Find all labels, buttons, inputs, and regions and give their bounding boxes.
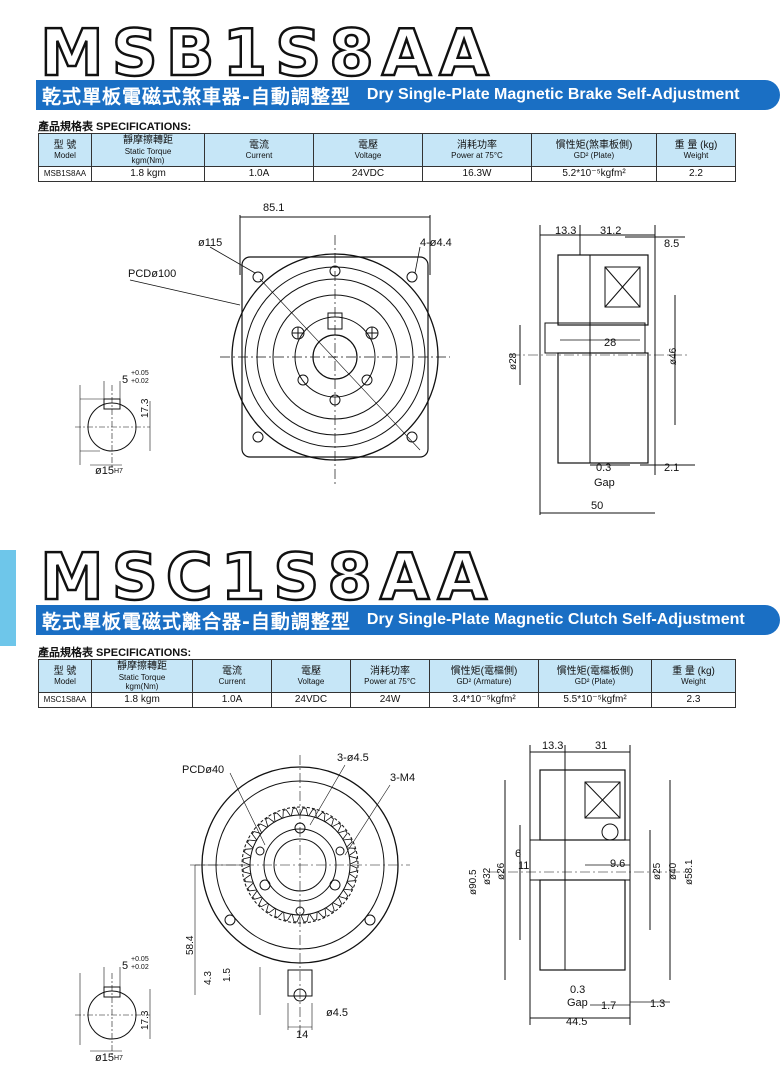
side-tab: [0, 550, 16, 646]
dim-diameter-4: ø25: [652, 862, 663, 880]
table-header-cell: 慣性矩(電樞側)GD² (Armature): [429, 659, 539, 693]
table-cell: 1.0A: [192, 691, 272, 708]
dim-key-height: 17.3: [140, 1010, 151, 1030]
dim-key: 5: [122, 960, 129, 972]
dim-height: 58.4: [185, 935, 196, 955]
dim-side-7: 2.1: [664, 462, 680, 474]
brake-banner-zh: 乾式單板電磁式煞車器-自動調整型: [42, 85, 351, 108]
table-cell: 16.3W: [422, 165, 532, 182]
table-header-cell: 重 量 (kg)Weight: [651, 659, 736, 693]
dim-gap: 0.3: [570, 984, 586, 996]
dim-pcd: PCDø100: [128, 268, 177, 280]
dim-height-2: 4.3: [203, 971, 214, 985]
dim-diameter-1: ø90.5: [468, 869, 479, 895]
table-header-cell: 慣性矩(煞車板側)GD² (Plate): [531, 133, 657, 167]
dim-gap-label: Gap: [567, 997, 588, 1009]
table-cell: MSC1S8AA: [38, 691, 92, 708]
dim-diameter-3: ø26: [496, 862, 507, 880]
dim-side-4: 28: [604, 337, 617, 349]
dim-side-8: 50: [591, 500, 604, 512]
dim-side-1: 13.3: [555, 225, 577, 237]
dim-tab-hole: ø4.5: [326, 1007, 349, 1019]
dim-holes: 4-ø4.4: [420, 237, 452, 249]
dim-gap: 0.3: [596, 462, 612, 474]
dim-side-1: 13.3: [542, 740, 564, 752]
brake-banner: 乾式單板電磁式煞車器-自動調整型 Dry Single-Plate Magnet…: [36, 80, 780, 110]
dim-side-8: 44.5: [566, 1016, 588, 1028]
brake-side-view-drawing: [510, 225, 695, 515]
dim-key-height: 17.3: [140, 398, 151, 418]
dim-bore: ø15: [95, 1052, 114, 1064]
dim-key-tol: +0.05 +0.02: [131, 370, 149, 385]
dim-bore-tol: H7: [114, 468, 123, 475]
dim-tab-width: 14: [296, 1029, 309, 1041]
brake-banner-en: Dry Single-Plate Magnetic Brake Self-Adj…: [366, 86, 740, 103]
dim-side-2: 31.2: [600, 225, 622, 237]
dim-side-4: 11: [518, 860, 530, 872]
dim-side-7: 1.3: [650, 998, 666, 1010]
table-cell: 1.8 kgm: [91, 165, 205, 182]
table-cell: 24VDC: [271, 691, 351, 708]
dim-key: 5: [122, 374, 129, 386]
table-row: MSC1S8AA 1.8 kgm 1.0A 24VDC 24W 3.4*10⁻⁵…: [38, 691, 736, 708]
table-cell: 1.8 kgm: [91, 691, 193, 708]
dim-side-2: 31: [595, 740, 608, 752]
dim-side-3: 8.5: [664, 238, 680, 250]
brake-model-title: MSB1S8AA: [39, 17, 497, 91]
dim-side-3: 6: [515, 848, 522, 860]
table-header-cell: 慣性矩(電樞板側)GD² (Plate): [538, 659, 652, 693]
table-cell: 5.2*10⁻⁵kgfm²: [531, 165, 657, 182]
clutch-side-view-drawing: [490, 745, 685, 1025]
table-cell: 3.4*10⁻⁵kgfm²: [429, 691, 539, 708]
table-cell: MSB1S8AA: [38, 165, 92, 182]
dim-side-6: 1.7: [601, 1000, 617, 1012]
dim-diameter-2: ø32: [482, 867, 493, 885]
dim-diameter: ø115: [198, 237, 223, 249]
clutch-banner: 乾式單板電磁式離合器-自動調整型 Dry Single-Plate Magnet…: [36, 605, 780, 635]
dim-side-6: ø46: [668, 347, 679, 365]
dim-side-5: ø28: [508, 352, 519, 370]
brake-front-view-drawing: [75, 215, 450, 485]
table-cell: 2.3: [651, 691, 736, 708]
dim-holes: 3-ø4.5: [337, 752, 369, 764]
table-row: MSB1S8AA 1.8 kgm 1.0A 24VDC 16.3W 5.2*10…: [38, 165, 736, 182]
table-cell: 24VDC: [313, 165, 423, 182]
clutch-model-title: MSC1S8AA: [39, 541, 495, 615]
table-cell: 24W: [350, 691, 430, 708]
dim-side-5: 9.6: [610, 858, 626, 870]
clutch-banner-en: Dry Single-Plate Magnetic Clutch Self-Ad…: [366, 611, 745, 628]
dim-diameter-6: ø58.1: [684, 859, 695, 885]
table-cell: 2.2: [656, 165, 736, 182]
dim-tap: 3-M4: [390, 772, 416, 784]
clutch-banner-zh: 乾式單板電磁式離合器-自動調整型: [42, 610, 351, 633]
dim-height-3: 1.5: [222, 968, 233, 982]
clutch-front-view-drawing: [75, 755, 410, 1057]
table-cell: 1.0A: [204, 165, 314, 182]
dim-bore-tol: H7: [114, 1055, 123, 1062]
dim-pcd: PCDø40: [182, 764, 225, 776]
dim-width: 85.1: [263, 202, 285, 214]
dim-key-tol: +0.05 +0.02: [131, 956, 149, 971]
brake-spec-label: 產品規格表 SPECIFICATIONS:: [38, 121, 192, 133]
table-header-cell: 重 量 (kg)Weight: [656, 133, 736, 167]
clutch-spec-label: 產品規格表 SPECIFICATIONS:: [38, 647, 192, 659]
dim-gap-label: Gap: [594, 477, 615, 489]
table-cell: 5.5*10⁻⁵kgfm²: [538, 691, 652, 708]
dim-bore: ø15: [95, 465, 114, 477]
dim-diameter-5: ø40: [668, 862, 679, 880]
